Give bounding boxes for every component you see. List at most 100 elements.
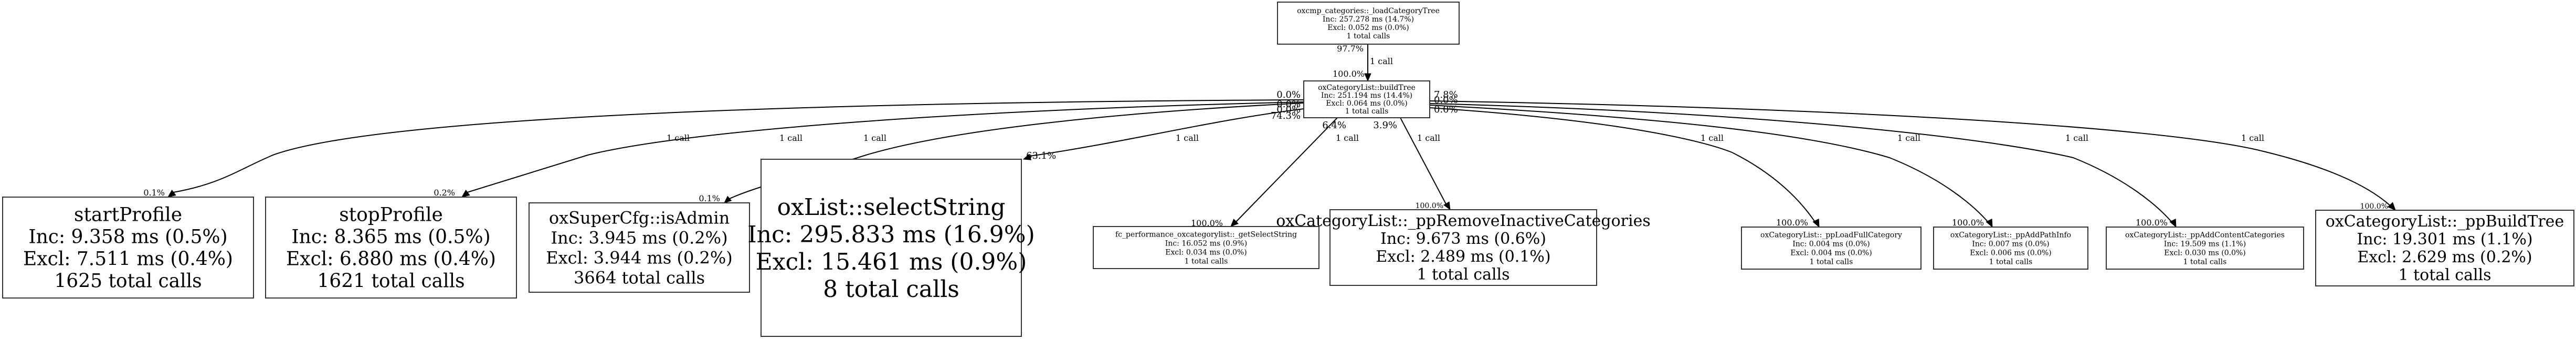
edge-head-percent: 0.2% [434,188,455,198]
arrowhead-icon [1364,73,1371,82]
arrowhead-icon [724,196,732,203]
total-calls: 1 total calls [1347,32,1390,40]
exclusive-time: Excl: 3.944 ms (0.2%) [546,248,733,268]
arrowhead-icon [2169,218,2177,228]
edge-tail-percent: 0.0% [1434,95,1458,106]
edge-head-percent: 100.0% [2136,218,2168,228]
edge-call-label: 1 call [1336,133,1359,143]
arrowhead-icon [167,189,176,198]
exclusive-time: Excl: 6.880 ms (0.4%) [286,249,496,270]
arrowhead-icon [1022,153,1032,160]
exclusive-time: Excl: 7.511 ms (0.4%) [23,249,233,270]
function-name: oxCategoryList::_ppAddContentCategories [2125,231,2285,240]
edge-line [467,101,1304,193]
call-edge-getsel: 1 call 6.4% 100.0% [1191,117,1359,228]
edge-line [1400,117,1448,207]
node-box [2106,227,2304,270]
inclusive-time: Inc: 0.007 ms (0.0%) [1972,240,2050,249]
edge-call-label: 1 call [1897,133,1920,143]
arrowhead-icon [1812,218,1820,228]
edge-head-percent: 63.1% [1026,150,1056,161]
inclusive-time: Inc: 295.833 ms (16.9%) [747,221,1035,248]
edge-head-percent: 100.0% [1416,202,1443,210]
edge-tail-percent: 97.7% [1337,44,1364,54]
exclusive-time: Excl: 2.629 ms (0.2%) [2357,248,2532,266]
edge-line [1429,100,2392,207]
inclusive-time: Inc: 16.052 ms (0.9%) [1165,240,1247,248]
total-calls: 1 total calls [1417,265,1509,284]
arrowhead-icon [2387,202,2396,211]
edges-layer: 1 call 97.7% 100.0% 1 call 0.0% 0.1% 1 call 0.0… [143,44,2396,228]
edge-line [1234,117,1338,223]
total-calls: 1621 total calls [317,271,464,292]
node-box [529,202,750,293]
function-node-loadfull[interactable]: oxCategoryList::_ppLoadFullCategoryInc: … [1741,227,1922,270]
node-box [1303,80,1430,118]
edge-call-label: 1 call [2065,133,2088,143]
edge-call-label: 1 call [2241,133,2264,143]
total-calls: 1 total calls [1185,258,1228,266]
exclusive-time: Excl: 0.034 ms (0.0%) [1165,249,1247,257]
inclusive-time: Inc: 9.673 ms (0.6%) [1380,230,1546,248]
exclusive-time: Excl: 0.006 ms (0.0%) [1970,249,2052,258]
node-box [1933,227,2088,270]
inclusive-time: Inc: 257.278 ms (14.7%) [1323,15,1414,24]
edge-line [1429,107,1817,224]
edge-line [173,99,1304,193]
function-node-root[interactable]: oxcmp_categories::_loadCategoryTreeInc: … [1277,2,1460,45]
edge-head-percent: 100.0% [1952,218,1984,228]
edge-head-percent: 100.0% [2360,202,2388,211]
function-node-remove[interactable]: oxCategoryList::_ppRemoveInactiveCategor… [1276,209,1651,286]
function-node-content[interactable]: oxCategoryList::_ppAddContentCategoriesI… [2106,227,2304,270]
function-name: oxCategoryList::buildTree [1318,84,1416,92]
node-box [761,159,1022,337]
edge-line [1029,108,1304,157]
function-name: oxCategoryList::_ppRemoveInactiveCategor… [1276,212,1651,230]
inclusive-time: Inc: 0.004 ms (0.0%) [1792,240,1870,249]
arrowhead-icon [1230,219,1239,227]
edge-call-label: 1 call [1701,133,1724,143]
inclusive-time: Inc: 9.358 ms (0.5%) [28,227,227,248]
edge-tail-percent: 0.0% [1276,104,1301,115]
call-edge-stop: 1 call 0.0% 0.2% [434,99,1304,198]
inclusive-time: Inc: 3.945 ms (0.2%) [551,228,727,248]
function-name: oxCategoryList::_ppLoadFullCategory [1760,231,1902,240]
arrowhead-icon [1443,201,1451,211]
total-calls: 1 total calls [2398,266,2491,284]
inclusive-time: Inc: 19.301 ms (1.1%) [2357,230,2532,249]
function-name: startProfile [74,204,182,226]
inclusive-time: Inc: 19.509 ms (1.1%) [2164,240,2246,249]
node-box [2315,210,2574,286]
edge-head-percent: 100.0% [1191,218,1223,228]
edge-tail-percent: 6.4% [1322,120,1346,131]
arrowhead-icon [1986,218,1993,228]
function-name: oxCategoryList::_ppBuildTree [2326,212,2564,231]
edge-head-percent: 100.0% [1333,69,1365,79]
function-node-getsel[interactable]: fc_performance_oxcategorylist::_getSelec… [1093,226,1319,269]
edge-call-label: 1 call [1176,133,1199,143]
total-calls: 1 total calls [1810,258,1853,266]
node-box [1741,227,1922,270]
exclusive-time: Excl: 0.052 ms (0.0%) [1327,24,1409,32]
exclusive-time: Excl: 15.461 ms (0.9%) [756,249,1027,275]
exclusive-time: Excl: 0.030 ms (0.0%) [2164,249,2246,258]
call-edge-path: 1 call 0.0% 100.0% [1429,95,1993,228]
node-box [1093,226,1319,269]
total-calls: 1 total calls [1345,107,1389,116]
node-box [1329,209,1597,286]
node-box [2,197,254,299]
edge-head-percent: 0.1% [699,193,720,203]
total-calls: 3664 total calls [574,268,705,287]
